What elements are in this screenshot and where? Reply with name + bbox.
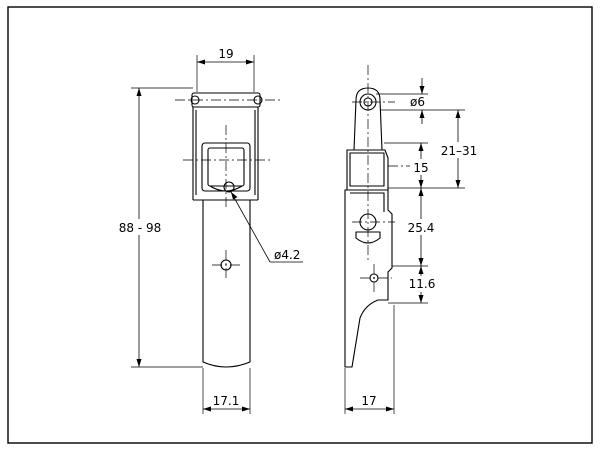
dim-6-label: ø6 xyxy=(410,95,425,109)
front-bracket-sides xyxy=(192,107,259,200)
front-view: 19 88 - 98 ø4.2 17.1 xyxy=(114,47,303,414)
dim-25-arrow-bottom xyxy=(418,258,424,266)
dim-hole-label: ø4.2 xyxy=(274,248,300,262)
dim-88-label: 88 - 98 xyxy=(119,221,162,235)
dim-17-arrow-left xyxy=(345,406,353,412)
dim-6-arrow-top xyxy=(419,86,425,94)
dim-17-label: 17 xyxy=(361,394,376,408)
dim-15-arrow-top xyxy=(418,143,424,151)
dim-11-arrow-bottom xyxy=(418,295,424,303)
side-view: ø6 21–31 15 25.4 11.6 17 xyxy=(344,65,480,414)
dim-11-label-bg xyxy=(405,276,439,292)
front-bracket-inner xyxy=(195,110,256,195)
side-hook-tip xyxy=(355,231,381,244)
dim-21-label: 21–31 xyxy=(441,144,478,158)
dim-25-arrow-top xyxy=(418,188,424,196)
side-latch-hook xyxy=(346,149,389,191)
dim-88-label-bg xyxy=(114,219,166,235)
dim-15-arrow-bottom xyxy=(418,180,424,188)
dim-15-label-bg xyxy=(410,159,432,175)
dim-88-arrow-top xyxy=(136,88,142,96)
front-small-hole xyxy=(223,181,235,193)
dim-19-arrow-left xyxy=(197,59,205,65)
dim-11-arrow-top xyxy=(418,266,424,274)
dim-6-arrow-bottom xyxy=(419,110,425,118)
dim-17-arrow-right xyxy=(386,406,394,412)
dim-21-arrow-bottom xyxy=(455,180,461,188)
dim-11-label: 11.6 xyxy=(409,277,436,291)
dim-19-arrow-right xyxy=(246,59,254,65)
side-pivot-arm xyxy=(353,87,383,151)
dim-17-1-arrow-right xyxy=(242,406,250,412)
side-base-inner-top xyxy=(350,192,385,212)
dim-19-label: 19 xyxy=(218,47,233,61)
dim-hole-leader xyxy=(230,191,271,263)
dim-88-arrow-bottom xyxy=(136,359,142,367)
dim-25-label-bg xyxy=(403,219,439,235)
side-latch-hook-inner xyxy=(349,152,385,187)
dim-15-label: 15 xyxy=(413,161,428,175)
front-lever-body xyxy=(193,199,258,368)
dim-25-label: 25.4 xyxy=(408,221,435,235)
dim-21-arrow-top xyxy=(455,110,461,118)
dim-17-1-label: 17.1 xyxy=(213,394,240,408)
dim-21-label-bg xyxy=(438,142,480,158)
dim-hole-arrow xyxy=(231,192,238,200)
side-base-body xyxy=(344,189,393,368)
drawing-border xyxy=(7,6,593,444)
dim-17-1-arrow-left xyxy=(203,406,211,412)
